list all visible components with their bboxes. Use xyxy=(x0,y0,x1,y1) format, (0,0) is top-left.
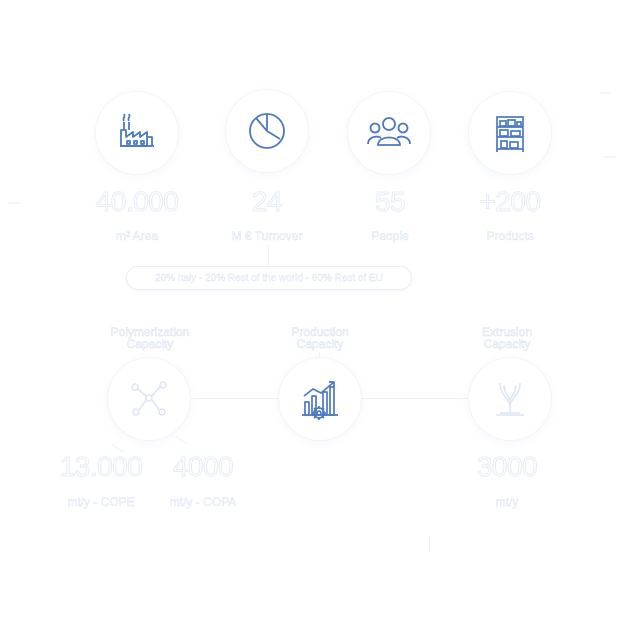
pie-chart-icon xyxy=(249,113,285,149)
copa-label: mt/y - COPA xyxy=(169,495,237,509)
capacity-connector-right xyxy=(361,398,469,399)
extrusion-value: 3000 xyxy=(476,451,538,483)
extrusion-title-line2: Capacity xyxy=(483,337,531,351)
people-value: 55 xyxy=(374,186,406,218)
polymerization-title-line2: Capacity xyxy=(126,337,174,351)
people-icon-circle xyxy=(348,92,430,174)
turnover-label: M € Turnover xyxy=(231,229,303,243)
molecule-icon xyxy=(131,381,167,416)
products-value: +200 xyxy=(479,186,542,218)
turnover-note-connector xyxy=(268,245,269,266)
production-capacity-title: Production Capacity xyxy=(260,325,380,351)
products-label: Products xyxy=(486,229,534,243)
factory-icon-circle xyxy=(96,92,178,174)
extrusion-icon xyxy=(496,382,524,416)
growth-chart-icon xyxy=(302,381,338,420)
polymerization-capacity-title: Polymerization Capacity xyxy=(90,325,210,351)
capacity-connector-left xyxy=(191,398,279,399)
factory-icon xyxy=(120,113,154,147)
polymerization-title-line1: Polymerization xyxy=(110,325,190,339)
right-dash-mark xyxy=(602,156,616,158)
production-title-connector xyxy=(319,352,320,358)
extrusion-capacity-title: Extrusion Capacity xyxy=(447,325,567,351)
left-dash-mark xyxy=(8,202,22,204)
turnover-value: 24 xyxy=(251,186,283,218)
growth-chart-icon-circle xyxy=(279,358,361,440)
shelving-icon-circle xyxy=(469,92,551,174)
area-value: 40.000 xyxy=(95,186,179,218)
extrusion-label: mt/y xyxy=(495,495,519,509)
people-icon xyxy=(367,117,411,146)
copa-value: 4000 xyxy=(172,451,234,483)
top-right-dash-mark xyxy=(600,92,610,94)
turnover-breakdown-note: 20% Italy - 20% Rest of the world - 60% … xyxy=(126,266,412,290)
bottom-faint-line xyxy=(429,536,430,552)
area-label: m² Area xyxy=(115,229,158,243)
cope-label: mt/y - COPE xyxy=(67,495,135,509)
production-title-line2: Capacity xyxy=(296,337,344,351)
molecule-icon-circle xyxy=(108,358,190,440)
shelving-icon xyxy=(496,116,524,152)
people-label: People xyxy=(371,229,409,243)
extrusion-title-line1: Extrusion xyxy=(481,325,533,339)
cope-value: 13.000 xyxy=(59,451,143,483)
molecule-branch-right xyxy=(175,436,188,445)
pie-chart-icon-circle xyxy=(226,90,308,172)
production-title-line1: Production xyxy=(291,325,349,339)
extrusion-icon-circle xyxy=(469,358,551,440)
